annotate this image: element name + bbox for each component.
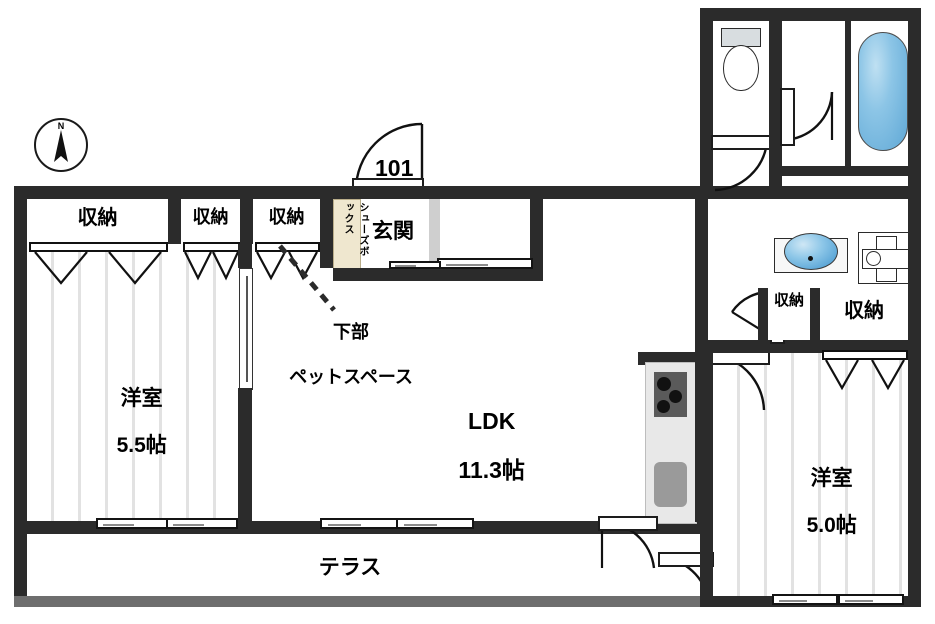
washitsu-right-window-2[interactable] <box>838 594 904 605</box>
washitsu-left-size: 5.5帖 <box>116 433 167 457</box>
pet-space-line-2: ペットスペース <box>289 366 413 387</box>
closet-2-label: 収納 <box>192 207 229 227</box>
wall-toilet-right <box>769 8 782 132</box>
closet-3-interior <box>253 199 320 244</box>
closet-5-door-rail <box>822 350 908 360</box>
ldk-window-1[interactable] <box>320 518 398 529</box>
corridor-area <box>543 199 695 281</box>
washitsu-left-name: 洋室 <box>120 386 163 410</box>
terrace-outer-edge <box>14 596 920 607</box>
wall-genkan-right <box>530 186 543 281</box>
kitchen-sink <box>654 462 687 507</box>
pet-space-line-1: 下部 <box>333 321 369 342</box>
closet-2-interior <box>181 199 240 244</box>
wall-kitchen-top <box>638 352 700 365</box>
terrace-label: テラス <box>318 556 382 579</box>
closet-1-interior <box>27 199 168 244</box>
wall-closet-3-right <box>320 186 333 268</box>
closet-5-interior <box>820 288 908 340</box>
closet-2-fold-icon <box>184 251 239 281</box>
washitsu-right-size: 5.0帖 <box>806 513 857 537</box>
closet-1-fold-icon <box>34 251 162 285</box>
wall-bath-bottom <box>782 166 921 176</box>
compass-icon: N <box>34 118 88 172</box>
genkan-label: 玄関 <box>372 220 414 243</box>
closet-1-door-rail <box>29 242 168 252</box>
wall-terrace-left <box>14 534 27 596</box>
closet-3-door-rail <box>255 242 320 252</box>
ldk-name: LDK <box>468 407 516 434</box>
burner-3 <box>657 400 670 413</box>
washbasin-fixture <box>784 233 838 270</box>
wall-right-outer <box>908 8 921 601</box>
closet-1-label: 収納 <box>77 207 118 229</box>
washitsu-left-window[interactable] <box>96 518 168 529</box>
wall-ldk-right-upper <box>695 186 708 356</box>
ldk-door-panel[interactable] <box>598 516 658 531</box>
burner-2 <box>669 390 682 403</box>
wall-genkan-top <box>333 186 700 199</box>
wall-toilet-top <box>700 8 921 21</box>
wall-washitsu-left-right <box>238 244 252 268</box>
washbasin-drain <box>808 256 813 261</box>
room-floor-washitsu-right <box>713 352 921 601</box>
burner-1 <box>657 377 671 391</box>
shoe-box-label: シューズボックス <box>342 202 368 257</box>
washitsu-right-name: 洋室 <box>810 466 853 490</box>
unit-number-label: 101 <box>375 155 414 181</box>
pet-space-leader-line <box>278 244 336 312</box>
genkan-sliding-door[interactable] <box>437 258 533 269</box>
ldk-window-2[interactable] <box>396 518 474 529</box>
stove-burners <box>654 372 687 417</box>
toilet-bowl <box>723 45 759 91</box>
ldk-size: 11.3帖 <box>458 456 525 483</box>
closet-2-door-rail <box>183 242 240 252</box>
wall-closet-1-right <box>168 186 181 244</box>
closet-5-label: 収納 <box>844 300 884 322</box>
wall-bath-left <box>769 132 782 186</box>
wall-washitsu-left-right-lower <box>238 388 252 521</box>
room-floor-washitsu-left <box>27 226 238 521</box>
shoe-box-fixture <box>333 199 361 270</box>
washing-machine-knob <box>866 251 881 266</box>
terrace-area <box>14 534 700 596</box>
wall-right-room-left <box>700 352 713 601</box>
bathroom-door-panel[interactable] <box>780 88 795 146</box>
closet-4-interior <box>768 288 810 340</box>
closet-5-fold-icon <box>825 359 905 391</box>
washing-machine-space <box>858 232 914 284</box>
compass-north-label: N <box>57 121 65 131</box>
washitsu-right-window-1[interactable] <box>772 594 838 605</box>
ldk-label: LDK 11.3帖 <box>400 385 560 507</box>
wall-left-outer <box>14 186 27 534</box>
genkan-step <box>429 199 440 268</box>
wall-genkan-bottom <box>333 268 543 281</box>
wall-toilet-left <box>700 8 713 186</box>
washitsu-right-label: 洋室 5.0帖 <box>750 443 890 561</box>
genkan-sliding-door-2[interactable] <box>389 261 441 269</box>
wall-washroom-top <box>708 186 921 199</box>
washitsu-left-label: 洋室 5.5帖 <box>60 363 200 481</box>
wall-closet-4-right <box>810 288 820 353</box>
washitsu-left-window-2[interactable] <box>166 518 238 529</box>
corridor-door-swing-icon <box>714 142 764 190</box>
wall-bath-inner-left <box>845 21 851 166</box>
pet-space-annotation: 下部 ペットスペース <box>236 298 446 411</box>
closet-4-label: 収納 <box>773 292 804 309</box>
bathtub-fixture <box>858 32 908 151</box>
closet-3-label: 収納 <box>268 207 305 227</box>
wall-closet-4-left <box>758 288 768 353</box>
wall-closet-2-right <box>240 186 253 244</box>
